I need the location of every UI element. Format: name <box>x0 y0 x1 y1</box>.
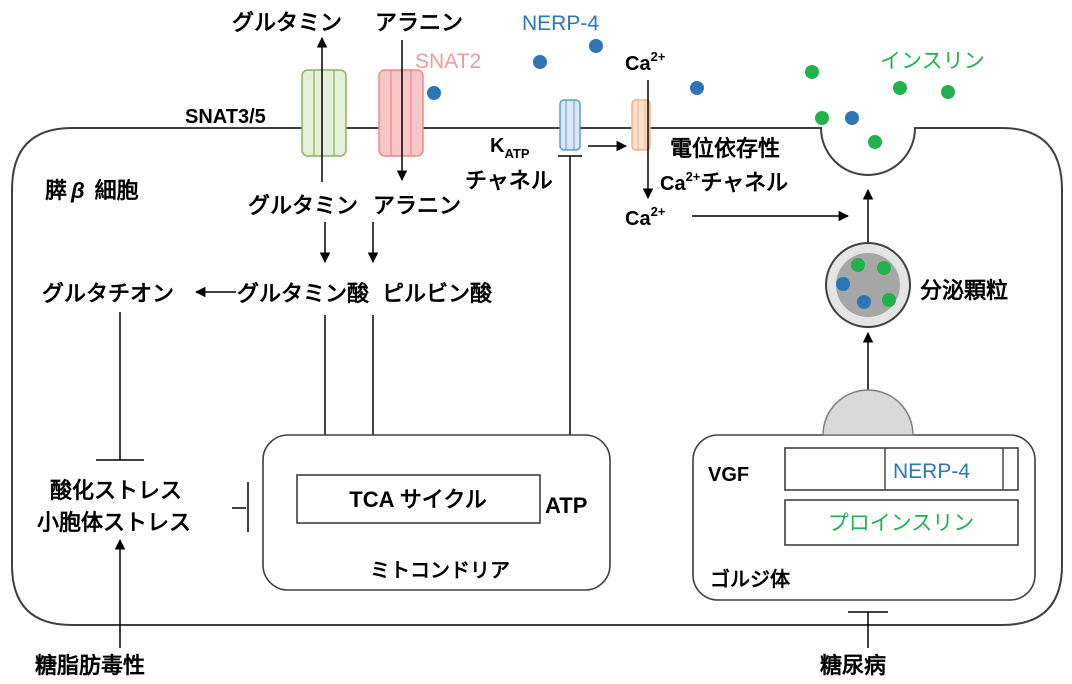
snat2-label: SNAT2 <box>415 50 481 73</box>
katp-channel <box>559 99 581 151</box>
katp-channel-label: チャネル <box>465 168 553 193</box>
golgi-nerp4-label: NERP-4 <box>893 460 970 483</box>
vdcc-calcium-base: Ca <box>660 173 686 195</box>
tca-cycle-box <box>296 474 541 524</box>
secretory-granule <box>825 242 911 328</box>
granule-insulin-dot <box>882 293 896 307</box>
intracellular-calcium-base: Ca <box>625 208 651 230</box>
katp-label: KATP <box>490 135 530 161</box>
nerp4-dot <box>690 81 704 95</box>
atp-label: ATP <box>545 493 587 518</box>
proinsulin-label: プロインスリン <box>828 512 975 535</box>
diabetes-label: 糖尿病 <box>820 653 886 678</box>
insulin-dot <box>805 65 819 79</box>
snat2-transporter <box>378 69 424 157</box>
calcium-base: Ca <box>625 53 651 75</box>
nerp4-dot <box>427 86 441 100</box>
vdcc-label-line2: Ca2+チャネル <box>660 169 788 195</box>
extracellular-calcium-label: Ca2+ <box>625 49 666 75</box>
granule-nerp4-dot <box>836 277 850 291</box>
atp-katp-inhibition <box>558 155 582 470</box>
glutathione-label: グルタチオン <box>42 281 174 306</box>
secretory-granule-label: 分泌顆粒 <box>920 278 1008 303</box>
katp-base: K <box>490 135 505 157</box>
insulin-dot <box>893 81 907 95</box>
nerp4-dot <box>589 39 603 53</box>
granule-insulin-dot <box>851 258 865 272</box>
vdcc-channel-word: チャネル <box>700 170 788 195</box>
cell-name-suffix: 細胞 <box>95 178 139 203</box>
pyruvate-label: ピルビン酸 <box>382 281 493 306</box>
golgi-label: ゴルジ体 <box>710 567 791 591</box>
vgf-label: VGF <box>708 464 749 486</box>
intracellular-alanine-label: アラニン <box>373 193 461 218</box>
tca-cycle-label: TCA サイクル <box>349 487 486 512</box>
oxidative-stress-label: 酸化ストレス <box>50 478 182 503</box>
glutamate-label: グルタミン酸 <box>237 281 370 306</box>
vdcc-calcium-charge: 2+ <box>686 169 701 184</box>
stress-mitochondria-inhibition <box>232 482 249 532</box>
extracellular-glutamine-label: グルタミン <box>232 10 342 35</box>
proinsulin-box <box>784 499 1019 546</box>
golgi-budding-vesicle <box>822 389 914 436</box>
glucolipotoxicity-label: 糖脂肪毒性 <box>35 653 145 678</box>
intracellular-glutamine-label: グルタミン <box>248 193 358 218</box>
cell-name-beta: β <box>70 178 85 203</box>
snat35-transporter <box>301 69 347 157</box>
insulin-dot <box>815 111 829 125</box>
extracellular-alanine-label: アラニン <box>375 10 463 35</box>
diabetes-inhibition <box>848 611 888 648</box>
vdcc-channel <box>631 99 651 151</box>
granule-insulin-dot <box>877 261 891 275</box>
glutathione-inhibition <box>96 312 144 461</box>
er-stress-label: 小胞体ストレス <box>37 510 191 535</box>
intracellular-calcium-charge: 2+ <box>651 204 666 219</box>
mitochondria-label: ミトコンドリア <box>370 560 510 582</box>
vgf-bar <box>784 447 1019 491</box>
snat35-label: SNAT3/5 <box>185 106 266 128</box>
insulin-dot <box>941 85 955 99</box>
calcium-charge: 2+ <box>651 49 666 64</box>
extracellular-nerp4-label: NERP-4 <box>522 12 599 35</box>
intracellular-calcium-label: Ca2+ <box>625 204 666 230</box>
extracellular-insulin-label: インスリン <box>880 50 985 73</box>
katp-subscript: ATP <box>504 146 529 161</box>
nerp4-dot <box>845 111 859 125</box>
nerp4-dot <box>533 55 547 69</box>
vdcc-label-line1: 電位依存性 <box>670 136 780 161</box>
cell-name-prefix: 膵 <box>45 178 67 203</box>
insulin-dot <box>868 135 882 149</box>
granule-nerp4-dot <box>857 295 871 309</box>
